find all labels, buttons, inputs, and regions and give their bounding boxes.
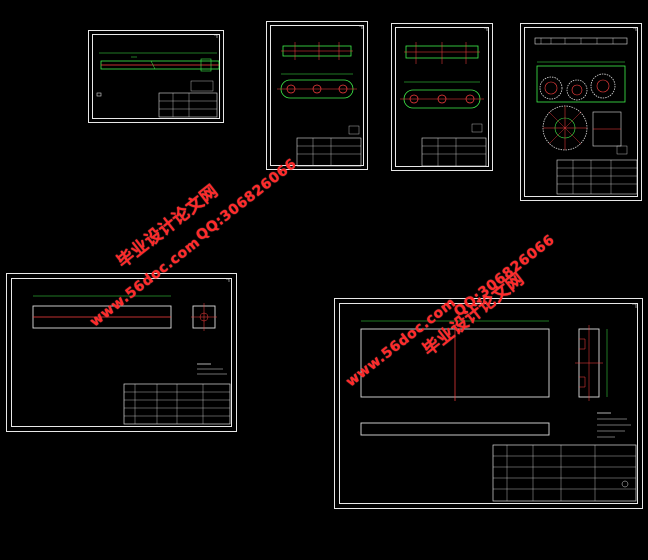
link-plate-a-drawing — [277, 25, 363, 167]
drawing-sheet-shaft[interactable] — [88, 30, 224, 123]
plate-part-drawing — [360, 303, 637, 502]
drawing-frame — [270, 25, 364, 166]
link-plate-b-drawing — [400, 27, 488, 167]
gear-assembly-drawing — [534, 27, 638, 195]
drawing-sheet-bar-part[interactable] — [6, 273, 237, 432]
shaft-drawing — [96, 34, 220, 118]
drawing-sheet-plate-part[interactable] — [334, 298, 643, 509]
drawing-frame — [92, 34, 220, 119]
drawing-frame — [395, 27, 489, 167]
drawing-sheet-link-plate-b[interactable] — [391, 23, 493, 171]
drawing-sheet-gear-assembly[interactable] — [520, 23, 642, 201]
drawing-frame — [11, 278, 232, 427]
drawing-frame — [524, 27, 638, 197]
drawing-sheet-link-plate-a[interactable] — [266, 21, 368, 170]
bar-part-drawing — [32, 278, 231, 425]
drawing-frame — [339, 303, 638, 504]
